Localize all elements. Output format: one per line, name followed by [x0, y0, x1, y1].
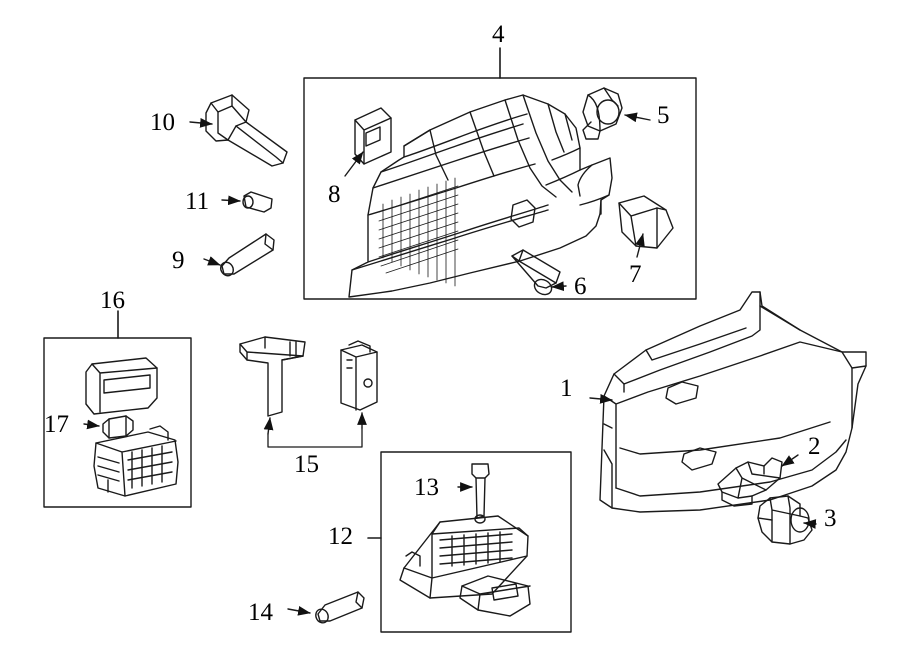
callout-5: 5	[657, 102, 670, 129]
callout-10: 10	[150, 109, 175, 136]
callout-12: 12	[328, 523, 353, 550]
group-box-12	[380, 451, 572, 633]
callout-7: 7	[629, 261, 642, 288]
callout-3: 3	[824, 505, 837, 532]
callout-6: 6	[574, 273, 587, 300]
callout-14: 14	[248, 599, 273, 626]
callout-4: 4	[492, 21, 505, 48]
callout-16: 16	[100, 287, 125, 314]
callout-17: 17	[44, 411, 69, 438]
callout-15: 15	[294, 451, 319, 478]
callout-1: 1	[560, 375, 573, 402]
callout-11: 11	[185, 188, 210, 215]
callout-13: 13	[414, 474, 439, 501]
callout-8: 8	[328, 181, 341, 208]
callout-2: 2	[808, 433, 821, 460]
callout-9: 9	[172, 247, 185, 274]
